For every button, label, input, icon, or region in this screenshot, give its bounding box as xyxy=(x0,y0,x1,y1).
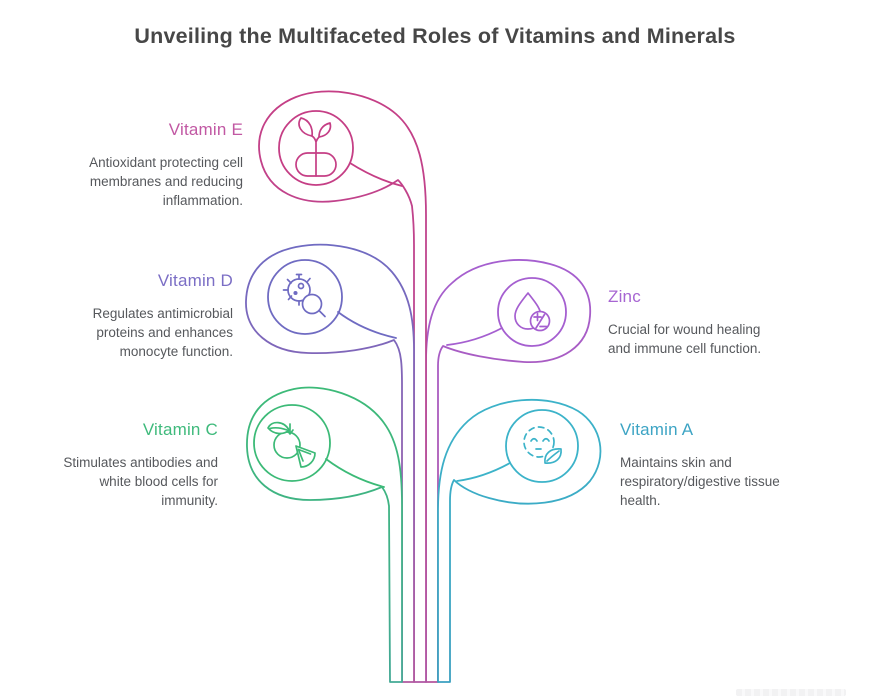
droplet-plus-minus-icon xyxy=(514,292,551,332)
vitamin-d-text-block: Vitamin D Regulates antimicrobial protei… xyxy=(23,271,233,361)
zinc-branch xyxy=(425,259,592,683)
pill-with-leaves-icon xyxy=(295,117,337,177)
zinc-icon-ring xyxy=(497,277,567,347)
vitamin-a-icon-ring xyxy=(505,409,579,483)
vitamin-a-description: Maintains skin and respiratory/digestive… xyxy=(620,455,780,508)
vitamin-a-branch xyxy=(437,398,602,683)
vitamin-a-heading: Vitamin A xyxy=(620,420,694,439)
vitamin-d-description: Regulates antimicrobial proteins and enh… xyxy=(92,306,233,359)
vitamin-e-branch xyxy=(258,90,427,683)
vitamin-d-ring-tail xyxy=(337,311,397,339)
vitamin-c-branch xyxy=(246,386,403,683)
vitamin-d-heading: Vitamin D xyxy=(157,271,233,290)
watermark xyxy=(736,689,846,696)
zinc-petal-outline xyxy=(425,259,592,683)
vitamin-c-ring-tail xyxy=(325,458,385,488)
vitamin-e-text-block: Vitamin E Antioxidant protecting cell me… xyxy=(28,120,243,210)
vitamin-d-branch xyxy=(245,243,415,683)
vitamin-e-ring-tail xyxy=(349,162,403,187)
vitamin-c-heading: Vitamin C xyxy=(142,420,218,439)
orange-citrus-slice-icon xyxy=(267,421,316,468)
vitamin-c-icon-ring xyxy=(253,404,331,482)
zinc-description: Crucial for wound healing and immune cel… xyxy=(608,322,762,356)
vitamin-a-text-block: Vitamin A Maintains skin and respiratory… xyxy=(620,420,830,510)
vitamin-a-ring-tail xyxy=(456,462,511,482)
vitamin-e-petal-outline xyxy=(258,90,427,683)
face-leaf-icon xyxy=(523,426,562,464)
vitamin-d-petal-outline xyxy=(245,243,415,683)
vitamin-c-description: Stimulates antibodies and white blood ce… xyxy=(63,455,218,508)
zinc-text-block: Zinc Crucial for wound healing and immun… xyxy=(608,287,818,358)
vitamin-e-description: Antioxidant protecting cell membranes an… xyxy=(89,155,243,208)
microbe-magnifier-icon xyxy=(282,273,326,318)
zinc-ring-tail xyxy=(446,327,503,346)
page-title: Unveiling the Multifaceted Roles of Vita… xyxy=(134,24,736,48)
vitamin-c-text-block: Vitamin C Stimulates antibodies and whit… xyxy=(18,420,218,510)
zinc-heading: Zinc xyxy=(608,287,641,306)
vitamin-e-heading: Vitamin E xyxy=(168,120,243,139)
